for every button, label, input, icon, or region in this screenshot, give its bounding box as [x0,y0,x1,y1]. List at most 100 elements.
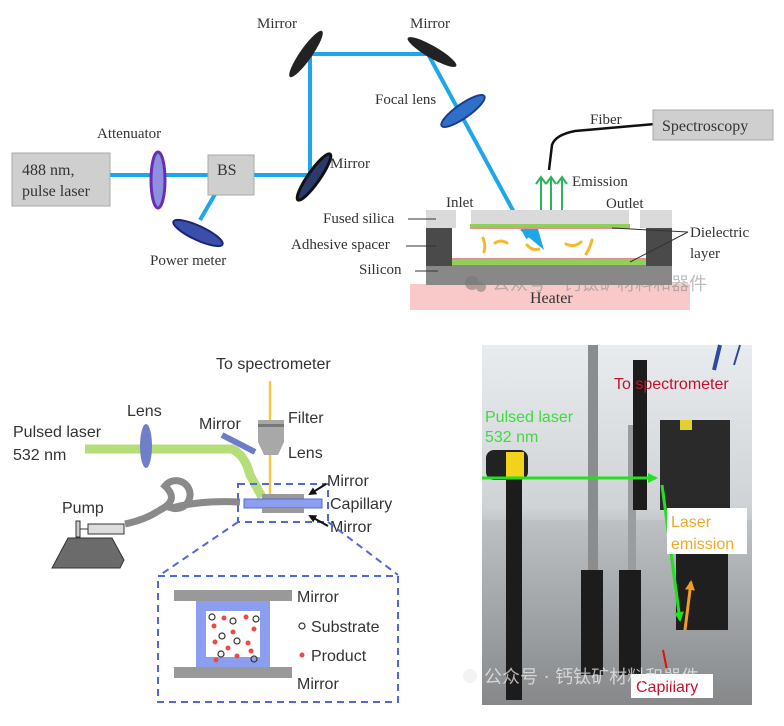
mirror-label: Mirror [199,416,241,433]
mirror-top-left-label: Mirror [257,16,297,32]
substrate-legend-marker [298,622,306,630]
post-2 [628,425,636,585]
inset-mirror-top [174,590,292,601]
focal-lens-label: Focal lens [375,92,436,108]
attenuator-icon [149,150,167,210]
watermark-text-bottom: 公众号 · 钙钛矿材料和器件 [484,667,699,688]
molecules [481,236,594,256]
dielectric-top-red [470,227,630,229]
mirror-top-right-icon [407,37,457,67]
silicon-layer [426,265,672,285]
inset-mirror-top-label: Mirror [297,589,339,606]
objective-lens-icon [258,420,284,455]
laser-source-label-1: 488 nm, [22,162,74,179]
fused-silica-center [471,210,629,224]
mirror-top-right-label: Mirror [410,16,450,32]
dielectric-label-2: layer [690,246,720,262]
dielectric-leader-top [611,227,689,233]
product-label: Product [311,648,367,665]
wechat-icon [465,276,479,290]
black-rail [633,360,647,510]
photo-laser-emission-label-1: Laser [671,514,712,531]
capillary-label-bg [631,674,713,698]
photo-pulsed-laser-label-2: 532 nm [485,429,538,446]
post-tall [588,345,598,575]
capillary-tube [243,498,323,509]
inlet-label: Inlet [446,195,474,211]
substrate-label: Substrate [311,619,380,636]
inset-mirror-bottom-label: Mirror [297,676,339,693]
lens-label: Lens [127,403,162,420]
mirror-icon [220,432,257,455]
mirror-lower-label: Mirror [330,156,370,172]
zoom-line-right [327,521,399,576]
beam-splitter-cube [207,154,255,196]
photo-capillary-pointer [662,649,668,671]
laser-source-box [11,152,111,207]
photo-capillary-label: Capillary [636,679,698,696]
laser-emission-label-bg [667,508,747,554]
spectroscopy-label: Spectroscopy [662,118,748,135]
attenuator-label: Attenuator [97,126,161,142]
focal-lens-icon [440,94,486,128]
top-diagram: 488 nm, pulse laser Attenuator BS Power … [11,16,774,310]
fused-silica-left [426,210,456,228]
fiber-label: Fiber [590,112,622,128]
beam-splitter-label: BS [217,162,237,179]
power-meter-label: Power meter [150,253,226,269]
capillary-label: Capillary [330,496,392,513]
photo-emission-arrow [683,580,695,631]
green-laser-beam [85,444,266,500]
spectroscopy-box [652,109,774,141]
zoom-line-left [159,521,239,576]
dielectric-bottom-green [452,260,646,265]
syringe-pump-icon [51,520,125,569]
arrow-to-mirror-top [308,483,327,496]
photo-pulsed-laser-label-1: Pulsed laser [485,409,574,426]
inset-mirror-bottom [174,667,292,678]
tubing [124,477,241,528]
dielectric-top-green [470,224,630,227]
pulsed-laser-label-1: Pulsed laser [13,424,102,441]
adhesive-spacer-label: Adhesive spacer [291,237,390,253]
knob-1 [680,420,692,430]
fused-silica-label: Fused silica [323,211,395,227]
heater-label: Heater [530,290,573,307]
fiber-cable [547,122,656,171]
post-left [506,470,522,700]
inset-dashed-box [157,575,399,703]
capillary-dashed-box [237,483,329,523]
watermark-bottom: 公众号 · 钙钛矿材料和器件 [463,667,699,688]
dielectric-label-1: Dielectric [690,225,749,241]
capillary-mirror-bottom [262,508,304,513]
mirror-top-left-icon [289,30,323,78]
capillary-mirror-top-label: Mirror [327,473,369,490]
power-meter-icon [172,218,224,248]
product-particles [211,614,257,663]
silicon-label: Silicon [359,262,402,278]
bottom-left-diagram: To spectrometer Pulsed laser 532 nm Lens… [13,356,399,703]
laser-source-label-2: pulse laser [22,183,91,200]
post-holder-1 [581,570,603,675]
lens2-label: Lens [288,445,323,462]
emission-label: Emission [572,174,628,190]
emission-arrows [535,175,568,212]
arrow-to-mirror-bottom [308,515,329,527]
dielectric-bottom-red [452,258,646,260]
pulsed-laser-label-2: 532 nm [13,447,66,464]
photo-to-spectrometer-label: To spectrometer [614,376,729,393]
photo-laser-emission-label-2: emission [671,536,734,553]
capillary-mirror-top [262,494,304,499]
objective-lower [676,540,728,630]
watermark-text-top: 公众号 · 钙钛矿材料和器件 [492,274,707,295]
blue-cable [712,344,722,371]
to-spectrometer-label: To spectrometer [216,356,331,373]
dielectric-leader-bottom [629,231,689,263]
filter-label: Filter [288,410,324,427]
product-legend-marker [299,652,305,658]
heater-block [410,284,690,310]
setup-photo: To spectrometer Pulsed laser 532 nm Lase… [463,344,752,705]
objective-assembly [660,420,730,510]
substrate-particles [208,613,260,663]
